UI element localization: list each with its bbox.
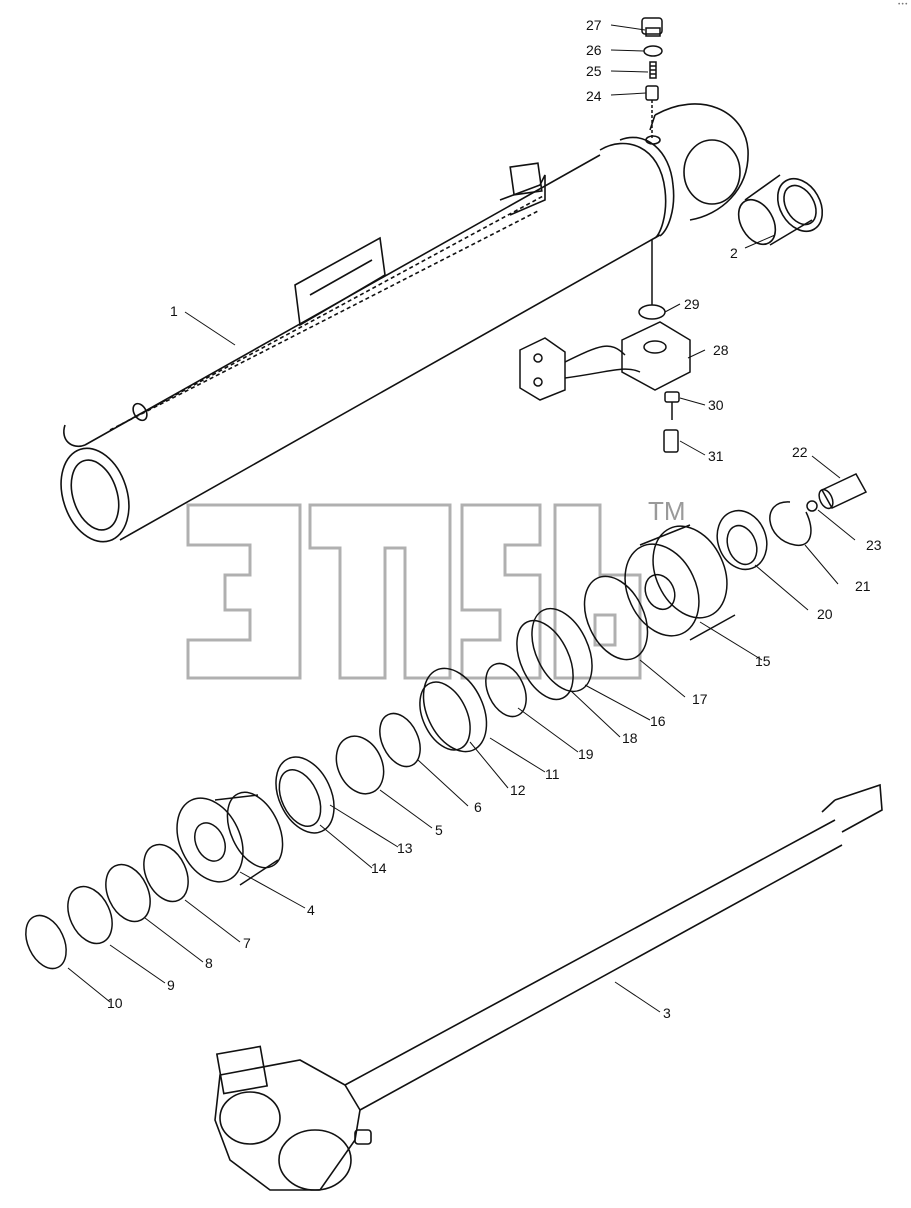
label-part-2: 2 — [730, 245, 738, 261]
label-part-5: 5 — [435, 822, 443, 838]
label-part-1: 1 — [170, 303, 178, 319]
watermark-logo — [186, 503, 642, 680]
label-part-22: 22 — [792, 444, 808, 460]
label-part-12: 12 — [510, 782, 526, 798]
label-part-14: 14 — [371, 860, 387, 876]
label-part-26: 26 — [586, 42, 602, 58]
watermark-tm: TM — [648, 496, 686, 526]
label-part-30: 30 — [708, 397, 724, 413]
label-part-31: 31 — [708, 448, 724, 464]
label-part-24: 24 — [586, 88, 602, 104]
label-part-15: 15 — [755, 653, 771, 669]
piston-rod — [214, 783, 883, 1191]
lock-nut — [716, 509, 768, 571]
rod-gland — [176, 791, 284, 886]
corner-mark: ••• — [897, 1, 908, 8]
label-part-6: 6 — [474, 799, 482, 815]
label-part-7: 7 — [243, 935, 251, 951]
label-part-11: 11 — [545, 766, 560, 782]
label-part-21: 21 — [855, 578, 871, 594]
leader-lines — [67, 24, 856, 1013]
label-part-29: 29 — [684, 296, 700, 312]
label-part-13: 13 — [397, 840, 413, 856]
snap-ring — [769, 501, 812, 546]
label-part-23: 23 — [866, 537, 882, 553]
label-part-28: 28 — [713, 342, 729, 358]
label-part-3: 3 — [663, 1005, 671, 1021]
label-part-19: 19 — [578, 746, 594, 762]
label-part-16: 16 — [650, 713, 666, 729]
seal-rings-upper — [485, 575, 649, 718]
label-part-4: 4 — [307, 902, 315, 918]
label-part-20: 20 — [817, 606, 833, 622]
label-part-25: 25 — [586, 63, 602, 79]
piston — [624, 524, 736, 641]
label-part-17: 17 — [692, 691, 708, 707]
label-part-10: 10 — [107, 995, 123, 1011]
label-part-8: 8 — [205, 955, 213, 971]
backup-ring — [275, 756, 335, 834]
label-part-18: 18 — [622, 730, 638, 746]
seal-rings-lower — [25, 843, 189, 970]
label-part-9: 9 — [167, 977, 175, 993]
seal-rings-middle — [335, 667, 488, 795]
pipe-assembly — [519, 240, 691, 453]
label-part-27: 27 — [586, 17, 602, 33]
cylinder-tube — [60, 103, 749, 543]
bushing — [737, 174, 824, 246]
pin-and-ring — [806, 473, 868, 512]
